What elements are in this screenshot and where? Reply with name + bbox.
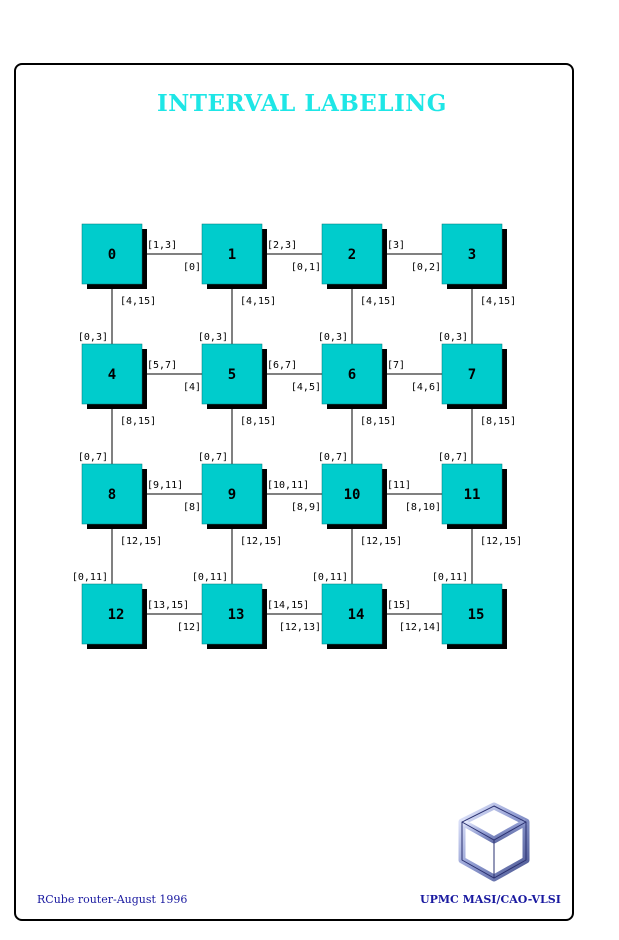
backward-interval-label: [8,9]: [291, 502, 321, 513]
router-node: [321, 583, 383, 645]
router-node: [81, 343, 143, 405]
backward-interval-label: [12]: [177, 622, 201, 633]
backward-interval-label: [4,6]: [411, 382, 441, 393]
forward-interval-label: [14,15]: [267, 600, 309, 611]
backward-interval-label: [8,10]: [405, 502, 441, 513]
node-number: 0: [108, 247, 116, 263]
router-node: [201, 343, 263, 405]
backward-interval-label: [12,14]: [399, 622, 441, 633]
downward-interval-label: [4,15]: [120, 296, 156, 307]
backward-interval-label: [0,2]: [411, 262, 441, 273]
node-number: 1: [228, 247, 236, 263]
upward-interval-label: [0,3]: [198, 332, 228, 343]
downward-interval-label: [4,15]: [480, 296, 516, 307]
downward-interval-label: [12,15]: [120, 536, 162, 547]
upward-interval-label: [0,7]: [438, 452, 468, 463]
router-node: [441, 343, 503, 405]
forward-interval-label: [7]: [387, 360, 405, 371]
forward-interval-label: [2,3]: [267, 240, 297, 251]
router-node: [441, 223, 503, 285]
downward-interval-label: [12,15]: [480, 536, 522, 547]
upward-interval-label: [0,7]: [318, 452, 348, 463]
upward-interval-label: [0,11]: [72, 572, 108, 583]
page-frame: [14, 63, 574, 921]
node-number: 7: [468, 367, 476, 383]
forward-interval-label: [9,11]: [147, 480, 183, 491]
node-number: 5: [228, 367, 236, 383]
upward-interval-label: [0,11]: [312, 572, 348, 583]
cube-logo-icon: [454, 800, 534, 895]
downward-interval-label: [8,15]: [120, 416, 156, 427]
router-node: [321, 223, 383, 285]
footer-credit: RCube router-August 1996: [37, 893, 188, 906]
forward-interval-label: [6,7]: [267, 360, 297, 371]
forward-interval-label: [11]: [387, 480, 411, 491]
downward-interval-label: [4,15]: [360, 296, 396, 307]
forward-interval-label: [1,3]: [147, 240, 177, 251]
backward-interval-label: [8]: [183, 502, 201, 513]
router-node: [81, 463, 143, 525]
router-node: [201, 223, 263, 285]
node-number: 12: [108, 607, 125, 623]
router-node: [201, 463, 263, 525]
forward-interval-label: [5,7]: [147, 360, 177, 371]
forward-interval-label: [3]: [387, 240, 405, 251]
upward-interval-label: [0,11]: [192, 572, 228, 583]
node-number: 6: [348, 367, 356, 383]
downward-interval-label: [8,15]: [240, 416, 276, 427]
node-number: 9: [228, 487, 236, 503]
node-number: 4: [108, 367, 116, 383]
router-node: [81, 583, 143, 645]
forward-interval-label: [13,15]: [147, 600, 189, 611]
router-node: [321, 343, 383, 405]
upward-interval-label: [0,11]: [432, 572, 468, 583]
upward-interval-label: [0,3]: [78, 332, 108, 343]
router-node: [321, 463, 383, 525]
router-node: [201, 583, 263, 645]
downward-interval-label: [12,15]: [360, 536, 402, 547]
forward-interval-label: [15]: [387, 600, 411, 611]
node-number: 10: [344, 487, 361, 503]
node-number: 14: [348, 607, 365, 623]
node-number: 15: [468, 607, 485, 623]
upward-interval-label: [0,7]: [198, 452, 228, 463]
downward-interval-label: [8,15]: [480, 416, 516, 427]
router-node: [441, 583, 503, 645]
node-number: 11: [464, 487, 481, 503]
downward-interval-label: [4,15]: [240, 296, 276, 307]
downward-interval-label: [8,15]: [360, 416, 396, 427]
upward-interval-label: [0,3]: [438, 332, 468, 343]
upward-interval-label: [0,7]: [78, 452, 108, 463]
backward-interval-label: [0,1]: [291, 262, 321, 273]
node-number: 2: [348, 247, 356, 263]
backward-interval-label: [4,5]: [291, 382, 321, 393]
router-node: [441, 463, 503, 525]
backward-interval-label: [12,13]: [279, 622, 321, 633]
forward-interval-label: [10,11]: [267, 480, 309, 491]
router-node: [81, 223, 143, 285]
downward-interval-label: [12,15]: [240, 536, 282, 547]
node-number: 8: [108, 487, 116, 503]
backward-interval-label: [0]: [183, 262, 201, 273]
node-number: 3: [468, 247, 476, 263]
upward-interval-label: [0,3]: [318, 332, 348, 343]
footer-affiliation: UPMC MASI/CAO-VLSI: [420, 893, 561, 906]
page-title: INTERVAL LABELING: [157, 90, 447, 117]
backward-interval-label: [4]: [183, 382, 201, 393]
node-number: 13: [228, 607, 245, 623]
